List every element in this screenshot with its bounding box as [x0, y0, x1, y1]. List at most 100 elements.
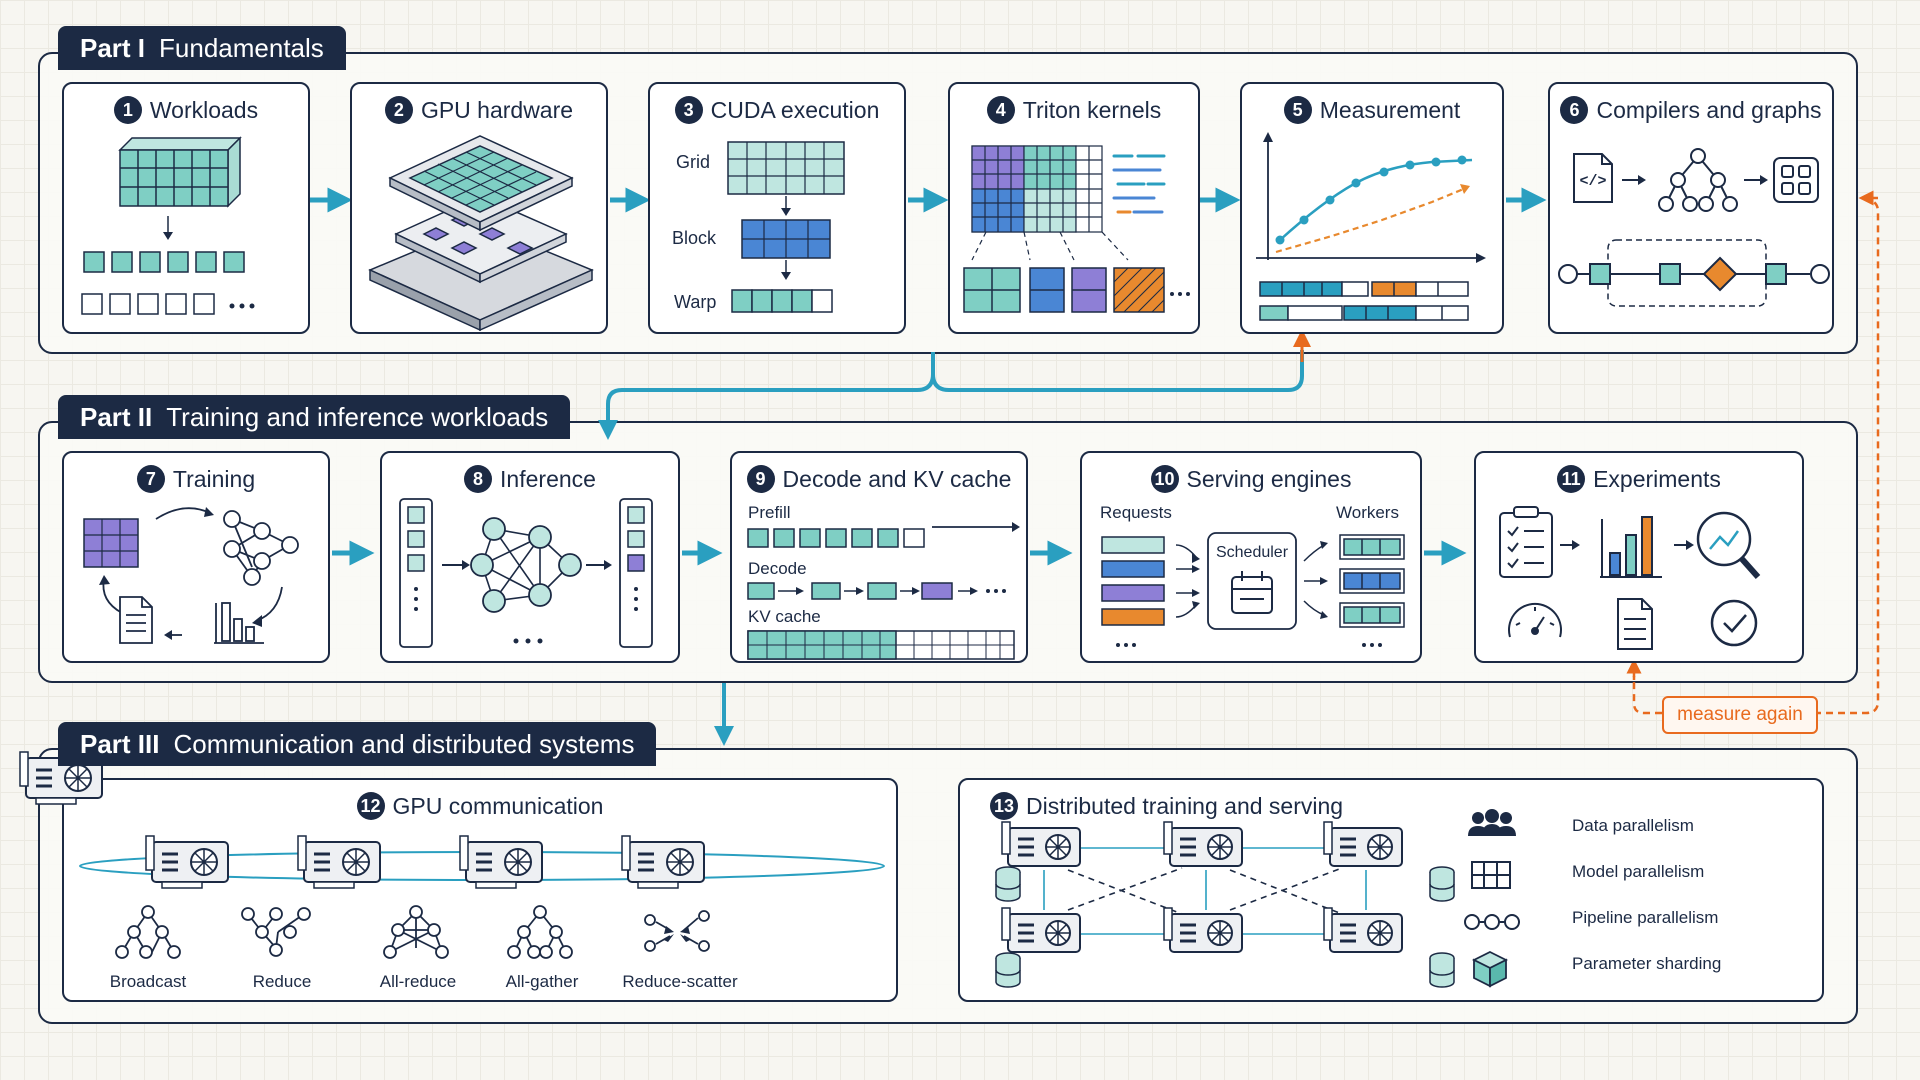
- panel-label: Compilers and graphs: [1596, 97, 1822, 123]
- pipeline-parallelism-label: Pipeline parallelism: [1572, 908, 1719, 927]
- kv-cache-label: KV cache: [748, 607, 821, 626]
- check-circle-icon: [1710, 599, 1758, 647]
- all-gather-label: All-gather: [505, 972, 579, 991]
- storage-icon-1: [995, 866, 1021, 902]
- scheduler-label: Scheduler: [1216, 544, 1289, 561]
- gpu-card-3: [458, 834, 544, 890]
- cluster-gpu-3: [1322, 820, 1404, 868]
- panel-distributed-training-serving: 13 Distributed training and serving: [958, 778, 1824, 1002]
- measure-again-label: measure again: [1662, 696, 1818, 734]
- tensor-workload-illustration: [81, 136, 255, 315]
- workers-label: Workers: [1336, 503, 1399, 522]
- all-reduce-icon: [383, 905, 449, 959]
- cuda-hierarchy-illustration: [727, 141, 845, 313]
- part-3-title: Communication and distributed systems: [173, 729, 635, 759]
- panel-title: 6 Compilers and graphs: [1550, 96, 1832, 124]
- experiments-illustration: [1499, 506, 1761, 650]
- prefill-label: Prefill: [748, 503, 791, 522]
- step-number: 2: [384, 96, 413, 124]
- gauge-icon: [1508, 602, 1562, 638]
- people-icon: [1468, 809, 1516, 836]
- network-icon: [223, 510, 299, 586]
- measurement-plot-illustration: [1256, 132, 1486, 321]
- reduce-scatter-icon: [644, 910, 710, 952]
- model-grid-icon: [1471, 861, 1511, 889]
- gpu-card-2: [296, 834, 382, 890]
- requests-label: Requests: [1100, 503, 1172, 522]
- part-1-tab: Part I Fundamentals: [58, 26, 346, 70]
- part-1-number: Part I: [80, 33, 146, 63]
- gpu-ring-illustration: [19, 751, 885, 959]
- storage-icon-3: [1429, 866, 1455, 902]
- part-1-title: Fundamentals: [159, 33, 324, 63]
- storage-icon-2: [995, 952, 1021, 988]
- cluster-gpu-4: [1000, 906, 1082, 954]
- panel-label: Measurement: [1319, 97, 1461, 123]
- panel-measurement: 5 Measurement: [1240, 82, 1504, 334]
- warp-label: Warp: [674, 292, 717, 312]
- panel-title: 12 GPU communication: [64, 792, 896, 820]
- parameter-sharding-label: Parameter sharding: [1572, 954, 1722, 973]
- triton-tiling-illustration: [963, 145, 1190, 313]
- panel-label: Inference: [500, 466, 596, 492]
- part-3-number: Part III: [80, 729, 160, 759]
- model-parallelism-label: Model parallelism: [1572, 862, 1705, 881]
- report-document-icon: [1617, 598, 1653, 650]
- panel-label: Workloads: [149, 97, 259, 123]
- decode-kv-illustration: [747, 522, 1020, 660]
- all-reduce-label: All-reduce: [379, 972, 457, 991]
- part-2-number: Part II: [80, 402, 153, 432]
- storage-icon-4: [1429, 952, 1455, 988]
- gpu-card-icon: [19, 751, 103, 805]
- step-number: 5: [1283, 96, 1312, 124]
- step-number: 9: [746, 465, 775, 493]
- broadcast-icon: [115, 905, 181, 959]
- reduce-label: Reduce: [252, 972, 312, 991]
- decode-label: Decode: [748, 559, 807, 578]
- grid-kernel-icon: [1773, 157, 1819, 203]
- measure-again-loop: [1632, 198, 1880, 715]
- step-number: 1: [113, 96, 142, 124]
- cluster-gpu-6: [1322, 906, 1404, 954]
- panel-workloads: 1 Workloads: [62, 82, 310, 334]
- part1-to-part2-connector: [598, 350, 1304, 440]
- data-parallelism-label: Data parallelism: [1572, 816, 1694, 835]
- magnifier-analysis-icon: [1696, 511, 1761, 579]
- step-number: 3: [674, 96, 703, 124]
- gpu-chip-stack-illustration: [368, 135, 594, 332]
- panel-label: Triton kernels: [1022, 97, 1162, 123]
- panel-label: Distributed training and serving: [1026, 793, 1344, 819]
- compiler-graph-illustration: </>: [1558, 148, 1830, 307]
- block-label: Block: [672, 228, 717, 248]
- step-number: 12: [356, 792, 385, 820]
- calendar-icon: [1231, 571, 1273, 614]
- graph-tree-icon: [1658, 148, 1738, 212]
- document-icon: [119, 596, 153, 644]
- step-number: 13: [990, 792, 1018, 820]
- gpu-card-1: [144, 834, 230, 890]
- panel-label: GPU communication: [392, 793, 604, 819]
- panel-title: 1 Workloads: [64, 96, 308, 124]
- reduce-scatter-label: Reduce-scatter: [622, 972, 738, 991]
- all-gather-icon: [507, 905, 573, 959]
- cluster-gpu-5: [1162, 906, 1244, 954]
- panel-gpu-communication: 12 GPU communication: [19, 751, 898, 1002]
- cube-shard-icon: [1471, 950, 1509, 988]
- gpu-card-4: [620, 834, 706, 890]
- serving-engine-illustration: Scheduler: [1101, 532, 1405, 647]
- step-number: 6: [1560, 96, 1589, 124]
- panel-label: Training: [172, 466, 256, 492]
- inference-network-illustration: [399, 498, 653, 648]
